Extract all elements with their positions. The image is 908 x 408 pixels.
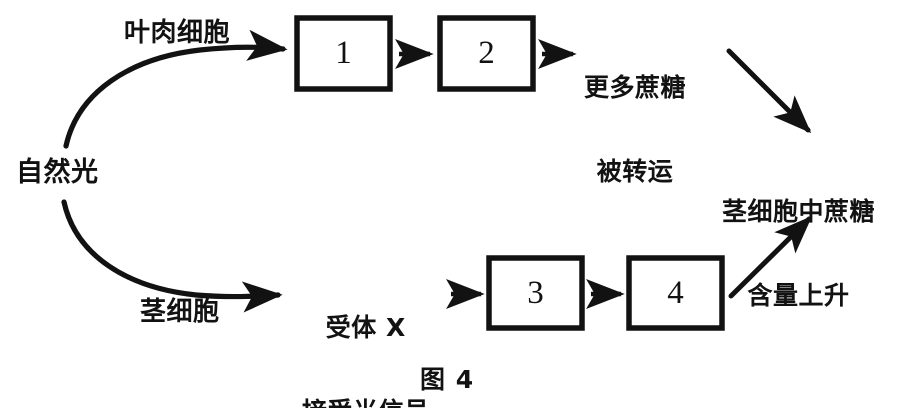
label-stem-cell: 茎细胞 [140, 297, 220, 327]
box-2 [437, 15, 536, 92]
edge-sucrose-to-result [726, 48, 812, 134]
figure-caption: 图 4 [420, 365, 475, 394]
label-sucrose-transport: 更多蔗糖 被转运 [584, 18, 686, 242]
box-3 [486, 255, 585, 331]
box-4 [626, 255, 725, 331]
label-result-sucrose-increase: 茎细胞中蔗糖 含量上升 [722, 142, 875, 366]
label-receptor-x-line1: 受体 X [325, 313, 406, 342]
label-mesophyll-cell: 叶肉细胞 [124, 18, 231, 48]
label-sucrose-transport-line2: 被转运 [596, 157, 674, 186]
label-receptor-x-line2: 接受光信号 [302, 398, 430, 408]
label-sucrose-transport-line1: 更多蔗糖 [584, 73, 687, 102]
box-1 [294, 15, 393, 92]
label-result-line2: 含量上升 [747, 281, 850, 310]
edge-source-to-box1 [63, 29, 288, 149]
edge-source-to-receptor [61, 199, 283, 313]
label-natural-light: 自然光 [16, 157, 99, 188]
edge-box4-to-result [728, 215, 813, 299]
label-result-line1: 茎细胞中蔗糖 [722, 197, 876, 226]
label-receptor-x: 受体 X 接受光信号 [302, 258, 430, 408]
